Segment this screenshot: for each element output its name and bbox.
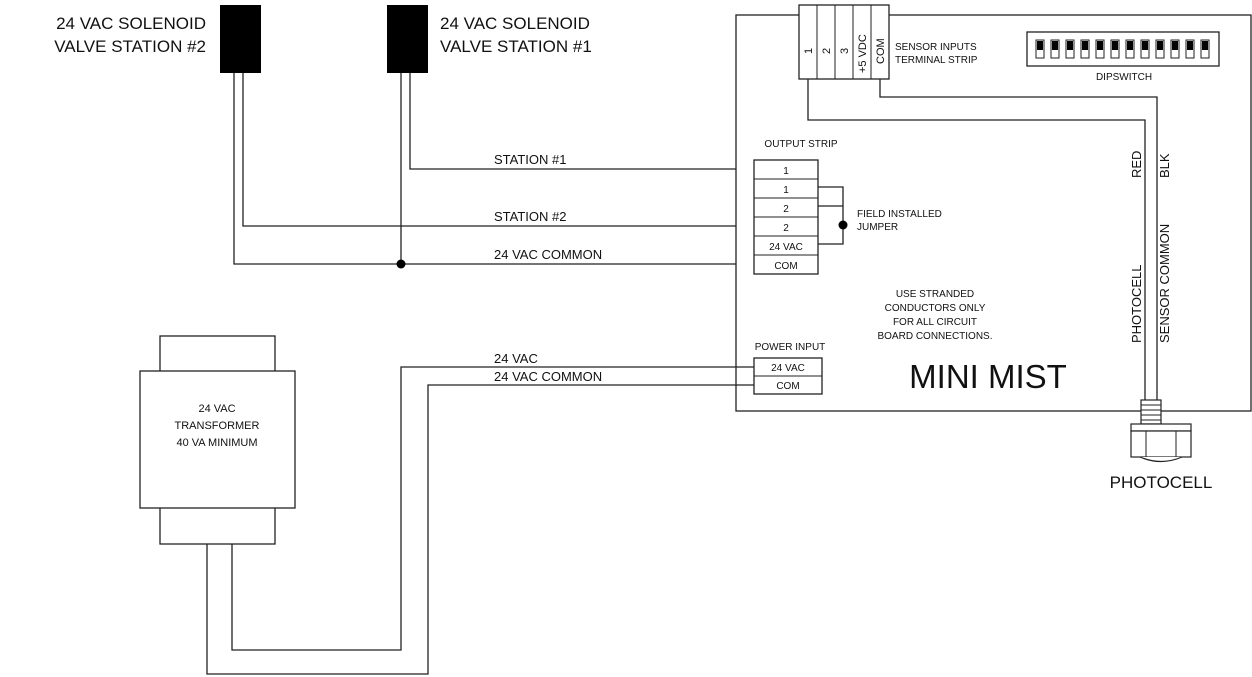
sensor-blk-wire — [879, 79, 1158, 400]
transformer-label-line3: 40 VA MINIMUM — [176, 437, 257, 449]
dipswitch-toggle — [1065, 39, 1075, 59]
output-terminal-1b: 1 — [783, 185, 789, 196]
wire-label-blk: BLK — [1157, 153, 1172, 178]
transformer — [139, 335, 296, 545]
photocell-icon — [1130, 399, 1192, 463]
sensor-terminal-3: 3 — [839, 48, 851, 54]
wire-label-24vac-common-top: 24 VAC COMMON — [494, 247, 602, 262]
output-strip-label: OUTPUT STRIP — [764, 139, 837, 150]
transformer-label-line1: 24 VAC — [198, 403, 235, 415]
dipswitch-toggle — [1200, 39, 1210, 59]
common-junction-dot — [396, 259, 406, 269]
field-jumper-wire — [818, 186, 844, 245]
dipswitch-toggle — [1185, 39, 1195, 59]
dipswitch-toggle — [1155, 39, 1165, 59]
note-line-3: FOR ALL CIRCUIT — [893, 317, 977, 328]
dipswitch-toggle — [1095, 39, 1105, 59]
dipswitch — [1026, 31, 1220, 67]
note-line-4: BOARD CONNECTIONS. — [877, 331, 992, 342]
power-input-label: POWER INPUT — [755, 342, 826, 353]
station-2-common-wire — [233, 73, 754, 265]
power-terminal-24vac: 24 VAC — [771, 363, 805, 374]
dipswitch-toggle — [1110, 39, 1120, 59]
wire-label-power-24vac: 24 VAC — [494, 351, 538, 366]
dipswitch-toggle — [1170, 39, 1180, 59]
mini-mist-controller — [735, 14, 1252, 412]
sensor-terminal-com: COM — [875, 38, 887, 64]
power-terminal-com: COM — [776, 381, 799, 392]
output-strip: 1 1 2 2 24 VAC COM — [753, 159, 819, 275]
station-2-valve-label-line1: 24 VAC SOLENOID — [56, 14, 206, 33]
solenoid-valve-station-1 — [387, 5, 428, 73]
note-line-1: USE STRANDED — [896, 289, 974, 300]
dipswitch-toggle — [1140, 39, 1150, 59]
jumper-dot — [838, 220, 848, 230]
sensor-strip-label-line2: TERMINAL STRIP — [895, 55, 978, 66]
dipswitch-toggle — [1125, 39, 1135, 59]
note-line-2: CONDUCTORS ONLY — [885, 303, 986, 314]
wire-label-station-1: STATION #1 — [494, 152, 566, 167]
controller-title: MINI MIST — [909, 358, 1067, 395]
sensor-red-wire — [807, 79, 1146, 400]
station-1-valve-label-line1: 24 VAC SOLENOID — [440, 14, 590, 33]
dipswitch-toggle — [1050, 39, 1060, 59]
sensor-terminal-1: 1 — [803, 48, 815, 54]
station-2-valve-label-line2: VALVE STATION #2 — [54, 37, 206, 56]
sensor-inputs-terminal-strip: 1 2 3 +5 VDC COM — [798, 4, 890, 80]
transformer-label-line2: TRANSFORMER — [175, 420, 260, 432]
output-terminal-24vac: 24 VAC — [769, 242, 803, 253]
jumper-label-line2: JUMPER — [857, 222, 898, 233]
wire-label-power-common: 24 VAC COMMON — [494, 369, 602, 384]
photocell-label: PHOTOCELL — [1110, 473, 1213, 492]
wire-label-photocell: PHOTOCELL — [1129, 264, 1144, 343]
power-24vac-wire — [231, 366, 754, 651]
power-common-wire — [206, 384, 754, 675]
solenoid-valve-station-2 — [220, 5, 261, 73]
station-1-signal-wire — [409, 73, 754, 170]
sensor-terminal-5vdc: +5 VDC — [857, 34, 869, 73]
output-terminal-1a: 1 — [783, 166, 789, 177]
jumper-label-line1: FIELD INSTALLED — [857, 209, 942, 220]
dipswitch-toggle — [1080, 39, 1090, 59]
power-input-strip: 24 VAC COM — [753, 357, 823, 395]
sensor-terminal-2: 2 — [821, 48, 833, 54]
output-terminal-2a: 2 — [783, 204, 789, 215]
wire-label-station-2: STATION #2 — [494, 209, 566, 224]
sensor-strip-label-line1: SENSOR INPUTS — [895, 42, 977, 53]
wire-label-red: RED — [1129, 151, 1144, 178]
wire-label-sensor-common: SENSOR COMMON — [1157, 224, 1172, 343]
dipswitch-label: DIPSWITCH — [1096, 72, 1152, 83]
station-1-valve-label-line2: VALVE STATION #1 — [440, 37, 592, 56]
output-terminal-2b: 2 — [783, 223, 789, 234]
output-terminal-com: COM — [774, 261, 797, 272]
station-2-signal-wire — [242, 73, 754, 227]
dipswitch-toggle — [1035, 39, 1045, 59]
